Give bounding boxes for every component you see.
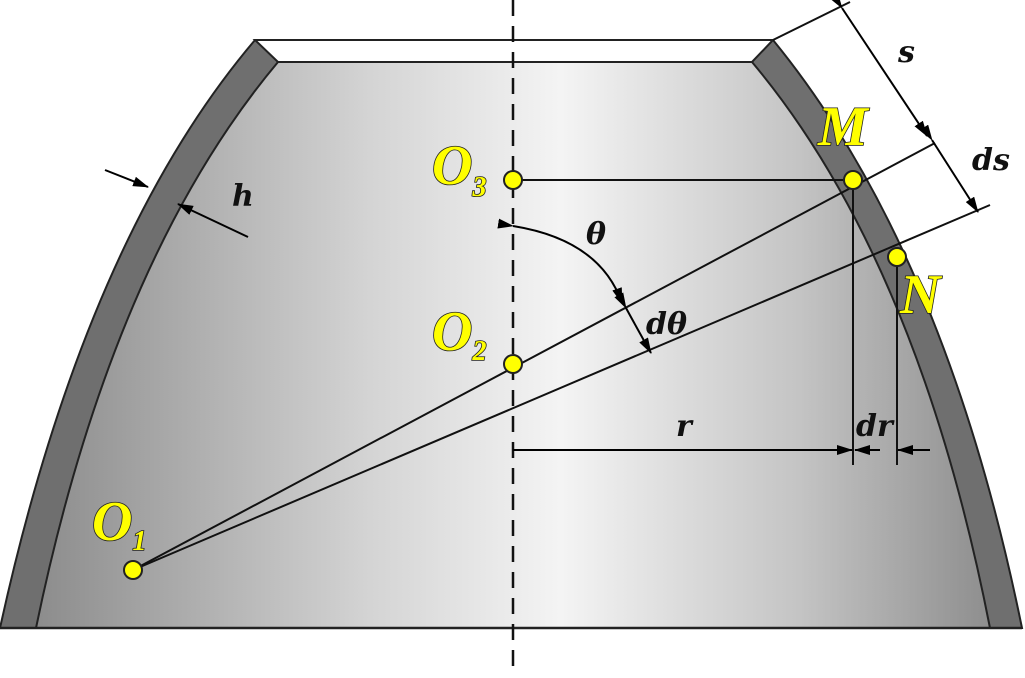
label-O1: O1 [92,491,146,557]
label-M: M [817,96,870,158]
point-N [887,247,907,267]
point-M [843,170,863,190]
line-O1-M-extended [132,142,936,571]
construction-lines [132,1,991,571]
label-dtheta: dθ [646,307,687,342]
label-r: r [676,409,694,444]
label-O3: O3 [432,135,486,203]
point-O2 [503,354,523,374]
label-h: h [232,179,254,214]
shell-top-face [252,39,776,63]
h-arrow-inner [177,203,249,238]
label-ds: ds [972,143,1010,178]
point-O3 [503,170,523,190]
theta-arc [497,218,623,304]
dimension-arrows [104,0,979,455]
point-O1 [123,560,143,580]
label-dr: dr [856,409,895,444]
s-dimension [829,0,928,137]
label-N: N [899,264,943,326]
shell-body [0,39,1024,630]
line-O1-N-extended [132,204,991,571]
label-theta: θ [586,217,606,252]
label-s: s [897,35,915,70]
h-arrow-outer [104,169,149,188]
points [123,170,907,580]
dtheta-arc [614,292,652,354]
ds-dimension [919,124,979,213]
s-extension-top [772,1,851,41]
label-O2: O2 [432,301,486,367]
